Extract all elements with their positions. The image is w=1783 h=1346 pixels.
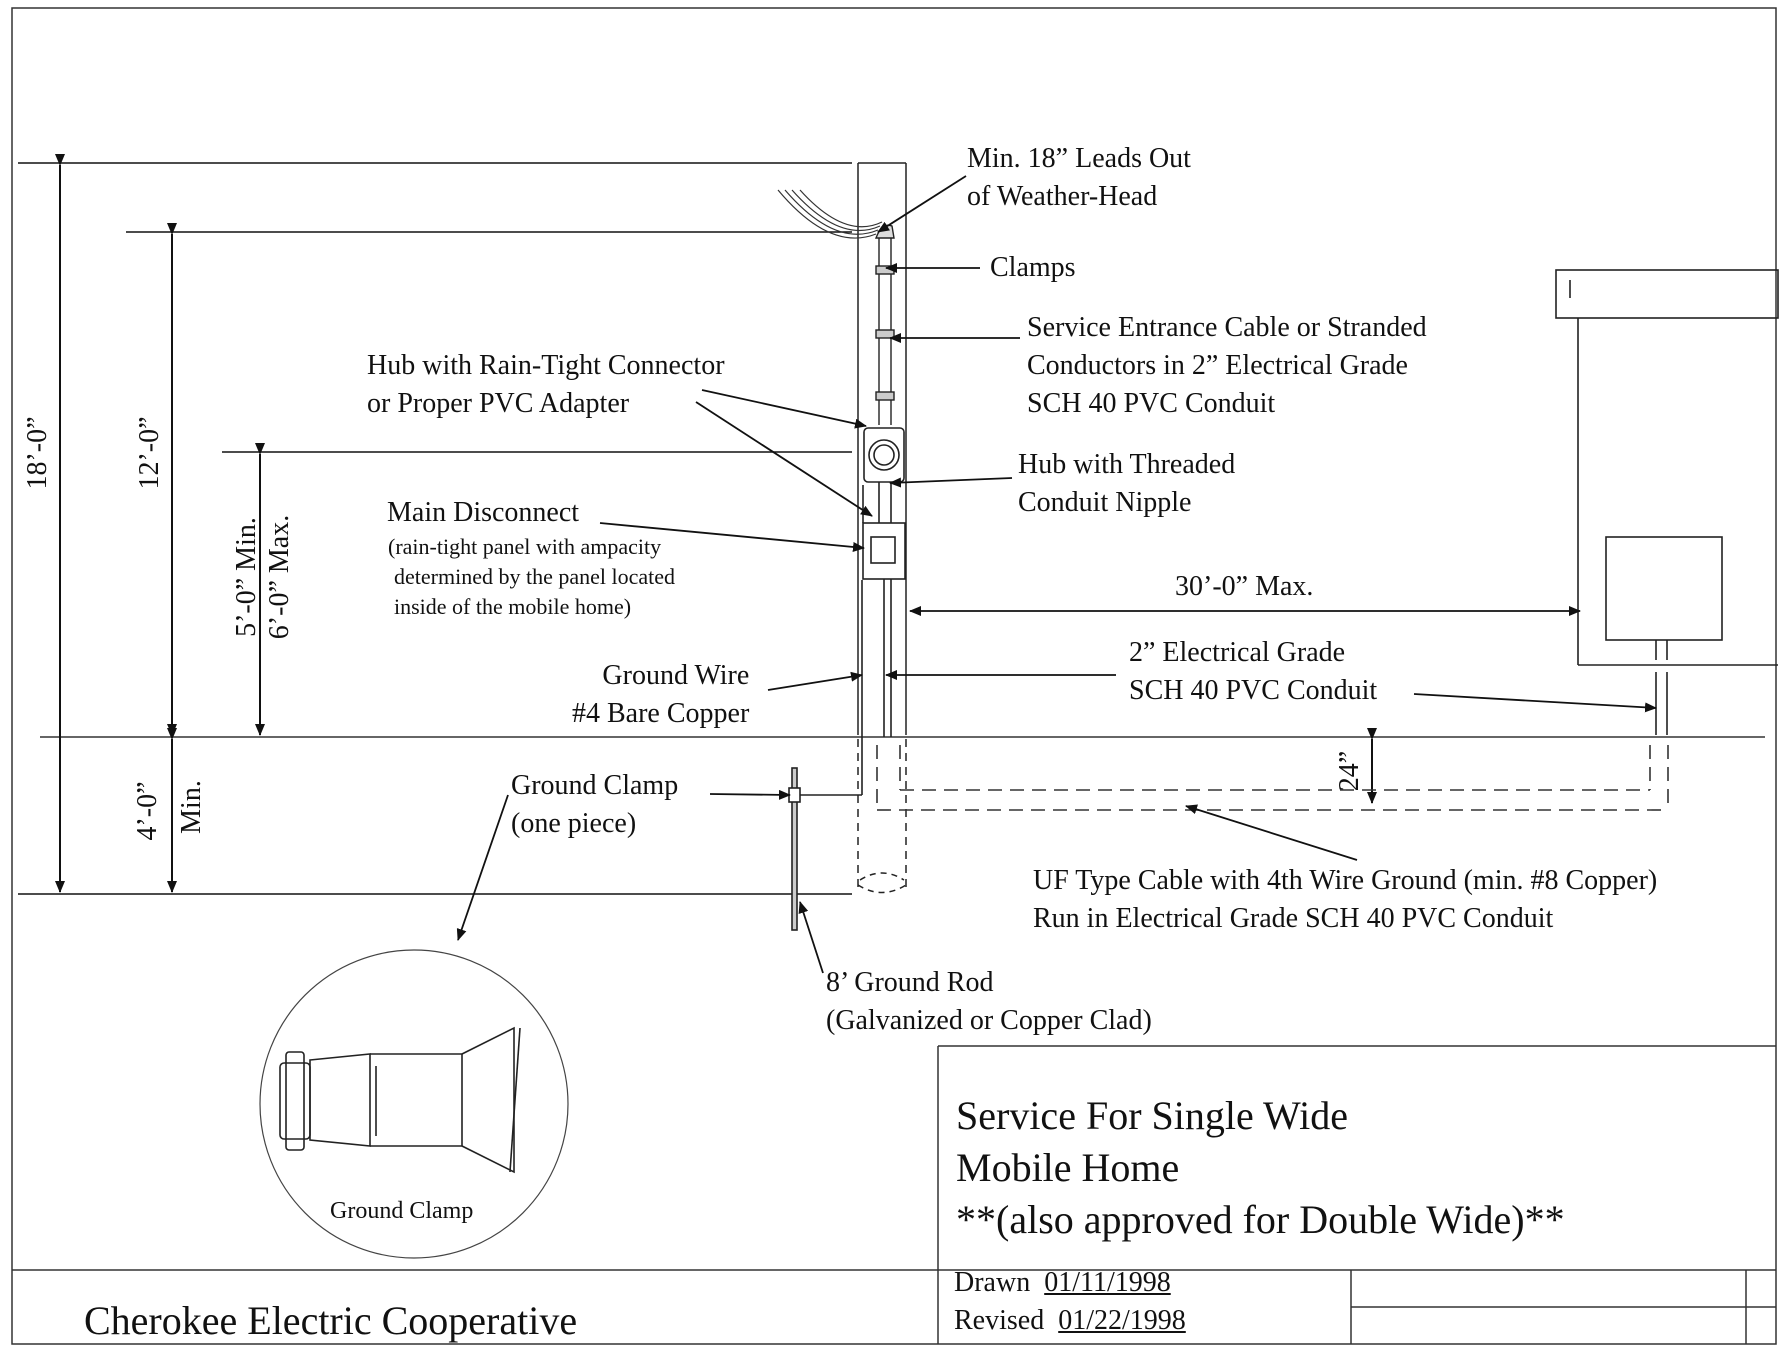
ground-wire-line2: #4 Bare Copper <box>572 698 750 729</box>
meter-base <box>863 427 905 523</box>
drawing-title: Service For Single Wide Mobile Home **(a… <box>956 1090 1565 1246</box>
conduit-line2: SCH 40 PVC Conduit <box>1129 675 1378 706</box>
ground-rod-line2: (Galvanized or Copper Clad) <box>826 1005 1152 1036</box>
ground-clamp-detail-label: Ground Clamp <box>330 1198 474 1224</box>
ground-rod-label: 8’ Ground Rod (Galvanized or Copper Clad… <box>826 964 1152 1040</box>
service-drop-wires <box>777 189 883 239</box>
mobile-home <box>1555 269 1779 735</box>
revised-label: Revised <box>954 1305 1045 1336</box>
ground-rod-line1: 8’ Ground Rod <box>826 967 994 998</box>
mobile-home-panel <box>1605 536 1723 641</box>
ground-clamp-label: Ground Clamp (one piece) <box>511 767 678 843</box>
callout-arrows <box>456 175 1657 974</box>
hub-rain-tight-label: Hub with Rain-Tight Connector or Proper … <box>367 347 725 423</box>
service-entrance-line3: SCH 40 PVC Conduit <box>1027 388 1276 419</box>
title-line3: **(also approved for Double Wide)** <box>956 1197 1565 1242</box>
main-disconnect-label: Main Disconnect <box>387 497 580 528</box>
ground-wire-label: Ground Wire #4 Bare Copper <box>572 657 749 733</box>
weatherhead-riser <box>874 224 895 425</box>
revised-date: 01/22/1998 <box>1058 1305 1186 1336</box>
leads-label: Min. 18” Leads Out of Weather-Head <box>967 140 1191 216</box>
page-border <box>11 7 1777 1345</box>
company-name: Cherokee Electric Cooperative <box>84 1298 578 1343</box>
hub-rain-line2: or Proper PVC Adapter <box>367 388 630 419</box>
distance-max-label: 30’-0” Max. <box>1175 571 1314 602</box>
main-disconnect-panel <box>862 485 906 737</box>
dim-18ft-label: 18’-0” <box>22 416 53 490</box>
uf-cable-label: UF Type Cable with 4th Wire Ground (min.… <box>1033 862 1657 938</box>
drawn-label: Drawn <box>954 1267 1031 1298</box>
drawn-row: Drawn 01/11/1998 <box>954 1264 1171 1302</box>
dimension-lines <box>55 154 1377 893</box>
ground-clamp-detail <box>259 949 569 1259</box>
conduit-label: 2” Electrical Grade SCH 40 PVC Conduit <box>1129 634 1377 710</box>
clamps-label: Clamps <box>990 252 1076 283</box>
ground-wire-line1: Ground Wire <box>602 660 750 691</box>
dim-12ft-label: 12’-0” <box>134 416 165 490</box>
title-line2: Mobile Home <box>956 1145 1180 1190</box>
hub-threaded-line2: Conduit Nipple <box>1018 487 1192 518</box>
main-disconnect-note: (rain-tight panel with ampacity determin… <box>388 532 675 622</box>
hub-threaded-line1: Hub with Threaded <box>1018 449 1236 480</box>
dim-4ft-min-label: Min. <box>176 780 207 834</box>
title-block <box>12 1045 1776 1344</box>
leads-label-line1: Min. 18” Leads Out <box>967 143 1191 174</box>
conduit-line1: 2” Electrical Grade <box>1129 637 1346 668</box>
hub-rain-line1: Hub with Rain-Tight Connector <box>367 350 725 381</box>
service-entrance-line1: Service Entrance Cable or Stranded <box>1027 312 1427 343</box>
mobile-home-roof <box>1555 269 1779 319</box>
ground-system <box>788 580 863 931</box>
ground-rod <box>791 767 798 931</box>
service-entrance-label: Service Entrance Cable or Stranded Condu… <box>1027 309 1427 423</box>
uf-cable-line2: Run in Electrical Grade SCH 40 PVC Condu… <box>1033 903 1554 934</box>
main-disconnect-note-line1: (rain-tight panel with ampacity <box>388 534 662 559</box>
leads-label-line2: of Weather-Head <box>967 181 1158 212</box>
ground-clamp-line1: Ground Clamp <box>511 770 679 801</box>
ground-clamp-line2: (one piece) <box>511 808 637 839</box>
dim-24in-label: 24” <box>1334 750 1365 792</box>
service-entrance-line2: Conductors in 2” Electrical Grade <box>1027 350 1408 381</box>
uf-cable-line1: UF Type Cable with 4th Wire Ground (min.… <box>1033 865 1658 896</box>
main-disconnect-note-line3: inside of the mobile home) <box>394 594 632 619</box>
main-disconnect-note-line2: determined by the panel located <box>394 564 675 589</box>
hub-threaded-label: Hub with Threaded Conduit Nipple <box>1018 446 1235 522</box>
title-line1: Service For Single Wide <box>956 1093 1349 1138</box>
dim-4ft-label: 4’-0” <box>132 781 163 841</box>
ground-clamp-small <box>788 787 801 803</box>
underground-conduit <box>876 745 1669 811</box>
reference-lines <box>18 162 852 895</box>
service-pole <box>857 162 907 894</box>
revised-row: Revised 01/22/1998 <box>954 1302 1186 1340</box>
dim-6ft-max-label: 6’-0” Max. <box>264 514 295 640</box>
drawn-date: 01/11/1998 <box>1044 1267 1171 1298</box>
